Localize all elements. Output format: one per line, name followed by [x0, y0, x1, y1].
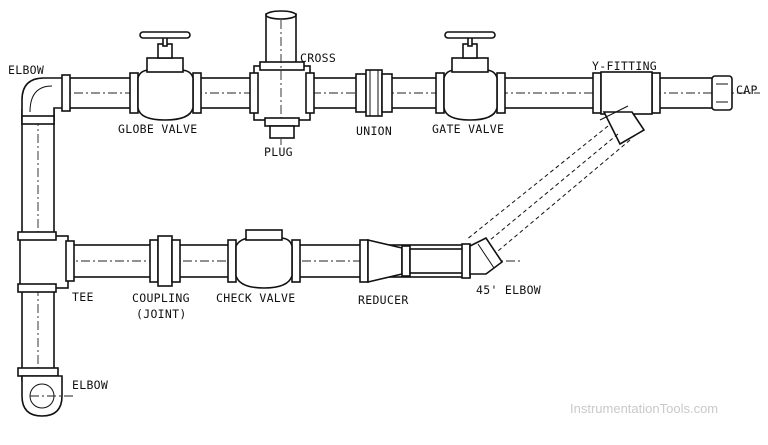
- label-elbow-bottom: ELBOW: [72, 378, 108, 392]
- diagonal-branch-pipe: [465, 125, 631, 257]
- plug-fitting: [264, 117, 300, 139]
- label-elbow-top: ELBOW: [8, 63, 44, 77]
- label-reducer: REDUCER: [358, 293, 409, 307]
- gate-valve: [435, 31, 506, 121]
- reducer-fitting: [359, 238, 467, 284]
- label-y-fitting: Y-FITTING: [592, 59, 657, 73]
- label-tee: TEE: [72, 290, 94, 304]
- label-coupling: COUPLING: [132, 291, 190, 305]
- label-coupling-joint: (JOINT): [136, 307, 187, 321]
- y-fitting: [592, 71, 661, 146]
- label-plug: PLUG: [264, 145, 293, 159]
- label-cross: CROSS: [300, 51, 336, 65]
- label-union: UNION: [356, 124, 392, 138]
- watermark-text: InstrumentationTools.com: [570, 401, 718, 416]
- coupling-fitting: [149, 235, 181, 287]
- elbow-top-fitting: [21, 74, 71, 125]
- tee-fitting: [17, 231, 75, 293]
- label-gate-valve: GATE VALVE: [432, 122, 504, 136]
- elbow-bottom-fitting: [17, 367, 75, 417]
- globe-valve: [129, 31, 202, 121]
- label-globe-valve: GLOBE VALVE: [118, 122, 197, 136]
- label-elbow-45: 45' ELBOW: [476, 283, 541, 297]
- cross-fitting: [249, 10, 315, 145]
- cap-fitting: [711, 75, 733, 111]
- union-fitting: [355, 69, 393, 117]
- check-valve: [227, 229, 301, 289]
- label-check-valve: CHECK VALVE: [216, 291, 295, 305]
- elbow-45-fitting: [461, 236, 504, 279]
- label-cap: CAP: [736, 83, 758, 97]
